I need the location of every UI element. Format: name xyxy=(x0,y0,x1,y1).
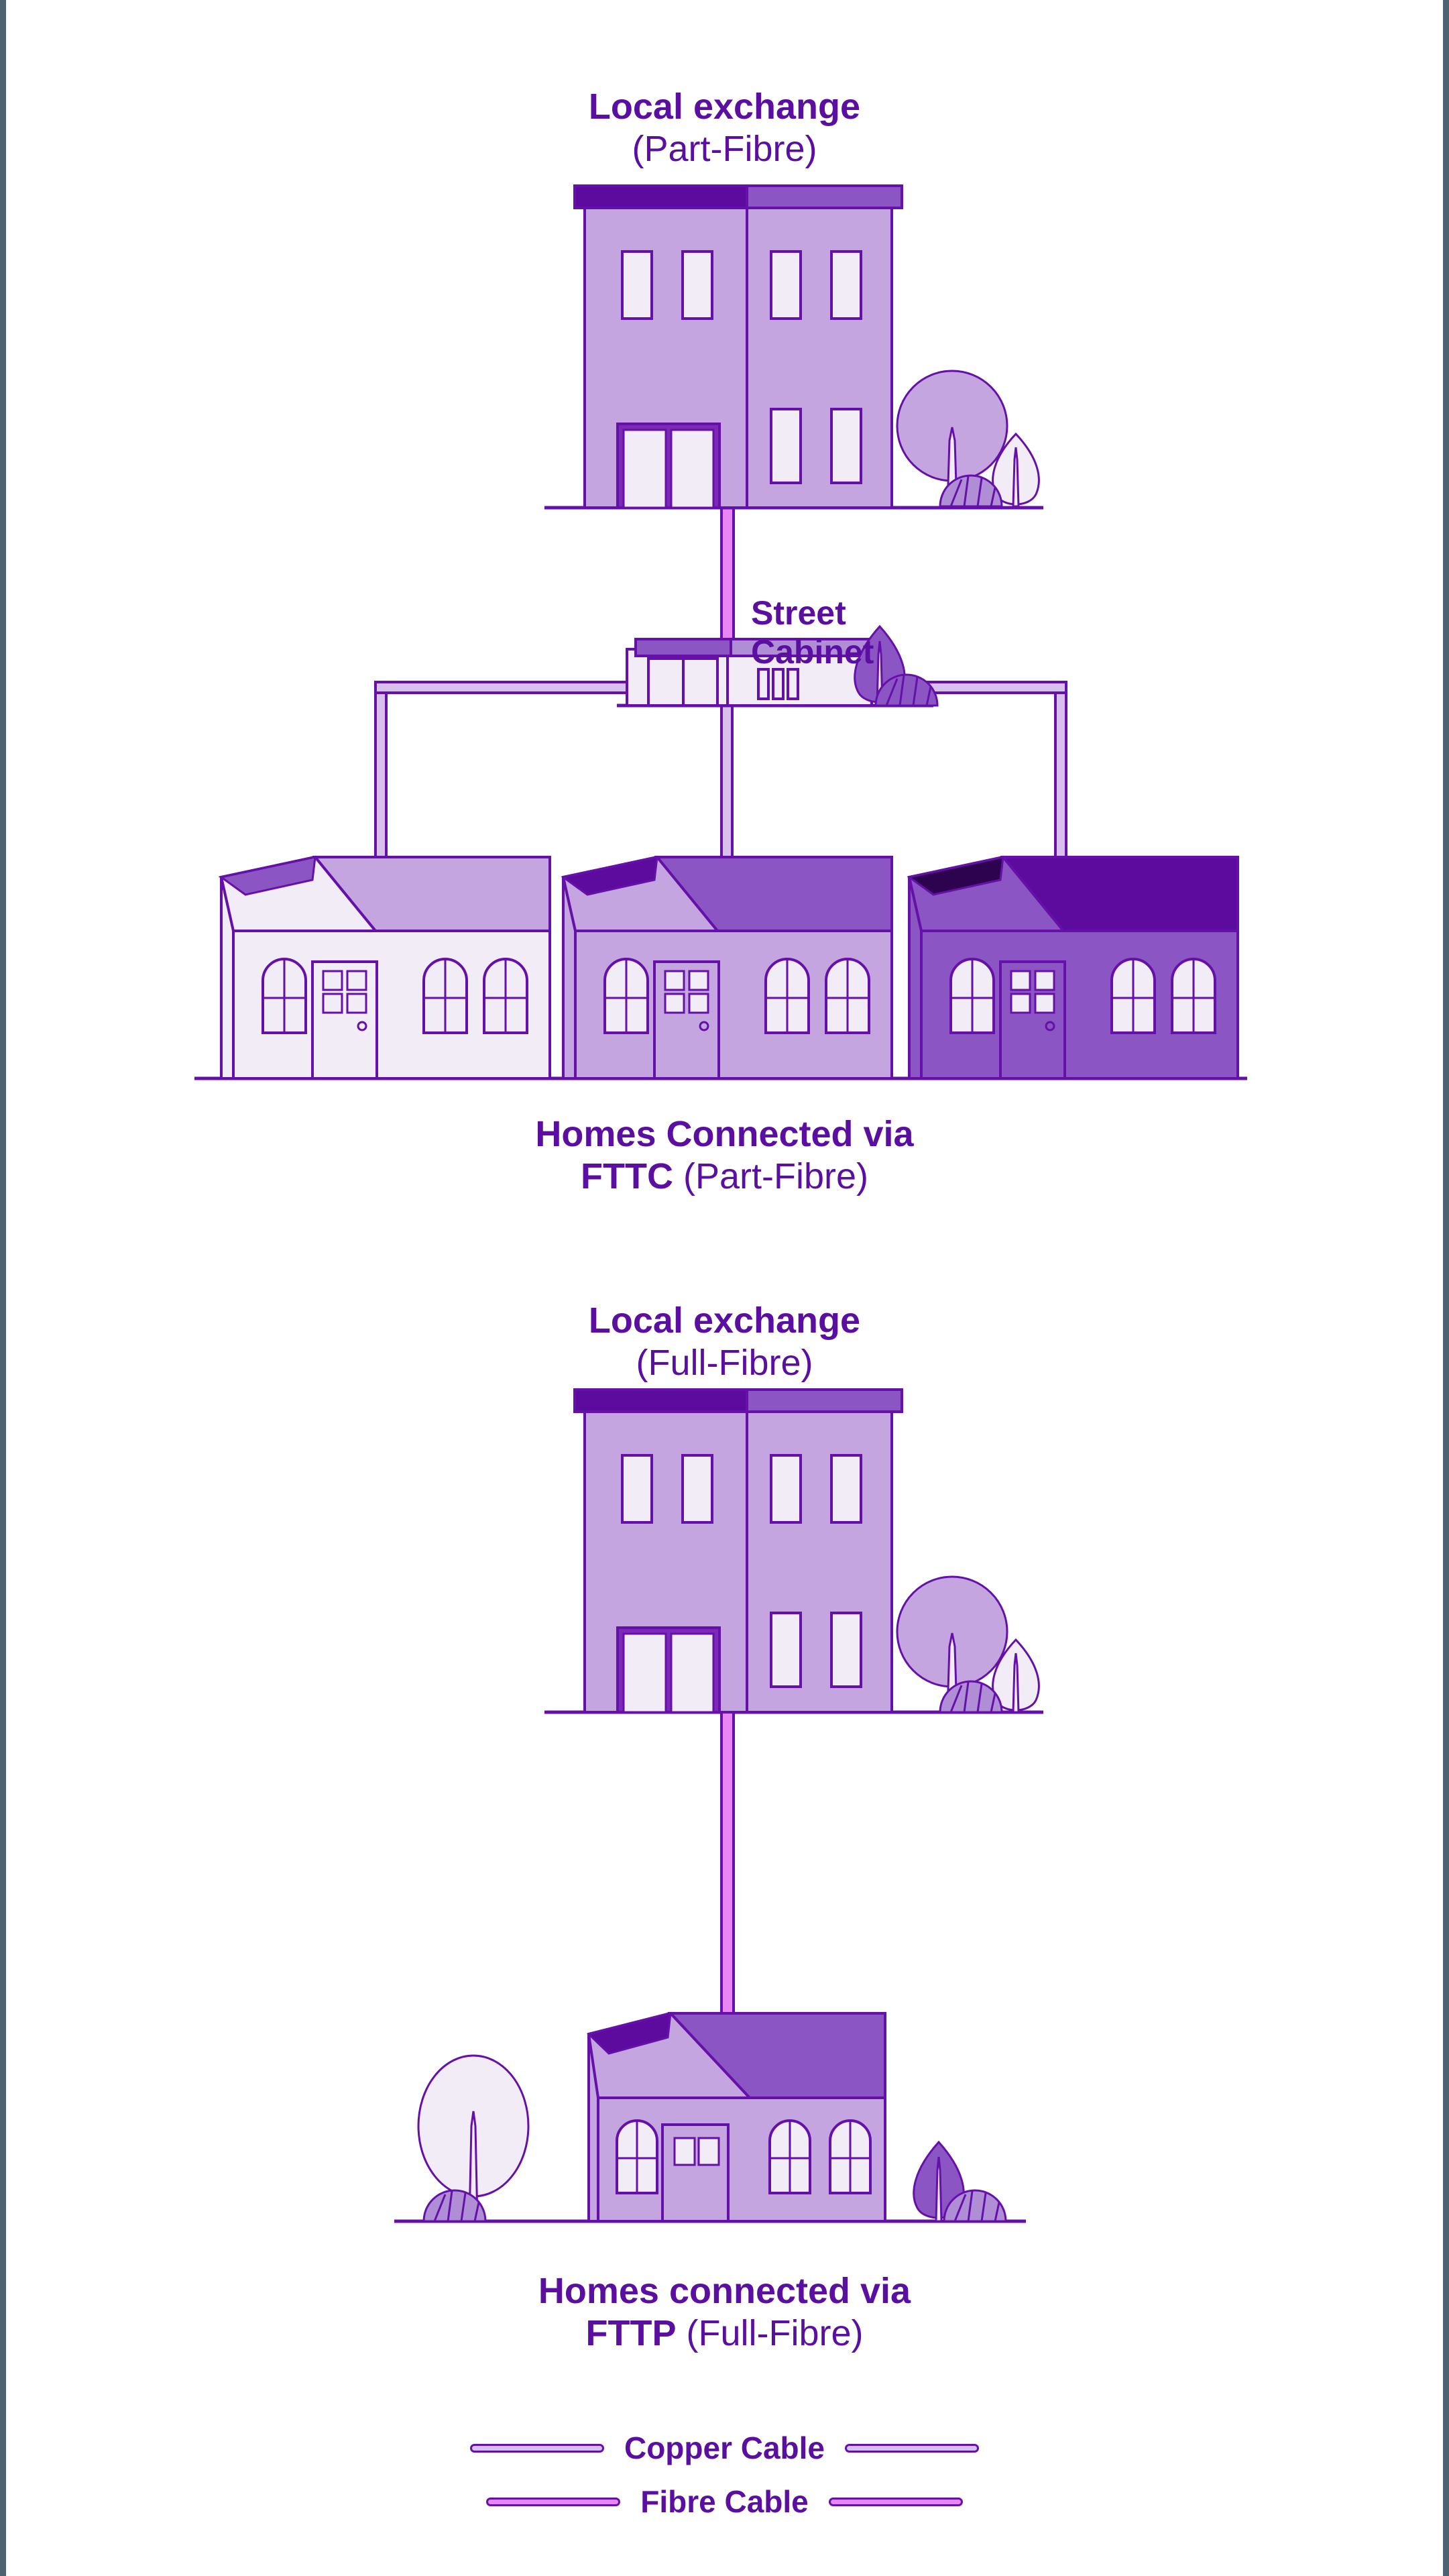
label-fttp-line1: Homes connected via xyxy=(538,2271,911,2311)
legend-item-fibre-cable: Fibre Cable xyxy=(0,2475,1449,2528)
label-local-exchange-full-fibre: Local exchange (Full-Fibre) xyxy=(0,1300,1449,1384)
house-fttc-2 xyxy=(561,855,893,1080)
label-exchange-top-line2: (Part-Fibre) xyxy=(632,128,817,169)
label-fttc-line1: Homes Connected via xyxy=(535,1114,914,1154)
label-fttc-suffix: (Part-Fibre) xyxy=(673,1156,868,1196)
label-street-cabinet-line1: Street xyxy=(751,594,846,632)
fttp-foliage-right xyxy=(913,2141,1007,2223)
label-fttc-acronym: FTTC xyxy=(581,1156,673,1196)
copper-cable-swatch-left xyxy=(469,2443,604,2453)
fibre-cable-label: Fibre Cable xyxy=(640,2484,809,2519)
copper-cable-label: Copper Cable xyxy=(624,2430,825,2465)
fibre-link-exchange-to-home xyxy=(720,1711,735,2029)
legend-item-copper-cable: Copper Cable xyxy=(0,2421,1449,2475)
label-exchange-bottom-line2: (Full-Fibre) xyxy=(636,1342,813,1383)
legend: Copper Cable Fibre Cable xyxy=(0,2421,1449,2528)
right-edge-border xyxy=(1443,0,1449,2576)
label-homes-fttp: Homes connected via FTTP (Full-Fibre) xyxy=(0,2270,1449,2354)
label-exchange-bottom-line1: Local exchange xyxy=(588,1300,861,1341)
local-exchange-full-fibre xyxy=(544,1388,1043,1714)
label-street-cabinet-line2: Cabinet xyxy=(751,633,874,671)
exchange-bottom-foliage xyxy=(896,1575,1040,1714)
label-exchange-top-line1: Local exchange xyxy=(588,87,861,127)
label-local-exchange-part-fibre: Local exchange (Part-Fibre) xyxy=(0,86,1449,170)
street-cabinet xyxy=(617,638,933,708)
fibre-cable-swatch-right xyxy=(828,2497,963,2506)
label-fttp-suffix: (Full-Fibre) xyxy=(676,2312,864,2353)
house-fttc-1 xyxy=(218,855,551,1080)
copper-cable-swatch-right xyxy=(845,2443,980,2453)
fibre-cable-swatch-left xyxy=(486,2497,621,2506)
local-exchange-part-fibre xyxy=(544,184,1043,510)
label-homes-fttc: Homes Connected via FTTC (Part-Fibre) xyxy=(0,1113,1449,1197)
exchange-top-foliage xyxy=(896,370,1040,508)
fibre-link-exchange-to-cabinet xyxy=(720,505,735,652)
copper-distribution-network xyxy=(374,681,1067,865)
house-fttc-3 xyxy=(907,855,1239,1080)
fttp-foliage-left xyxy=(417,2054,530,2223)
label-street-cabinet: Street Cabinet xyxy=(751,594,1033,671)
house-fttp xyxy=(587,2011,886,2223)
left-edge-border xyxy=(0,0,6,2576)
label-fttp-acronym: FTTP xyxy=(585,2312,677,2353)
